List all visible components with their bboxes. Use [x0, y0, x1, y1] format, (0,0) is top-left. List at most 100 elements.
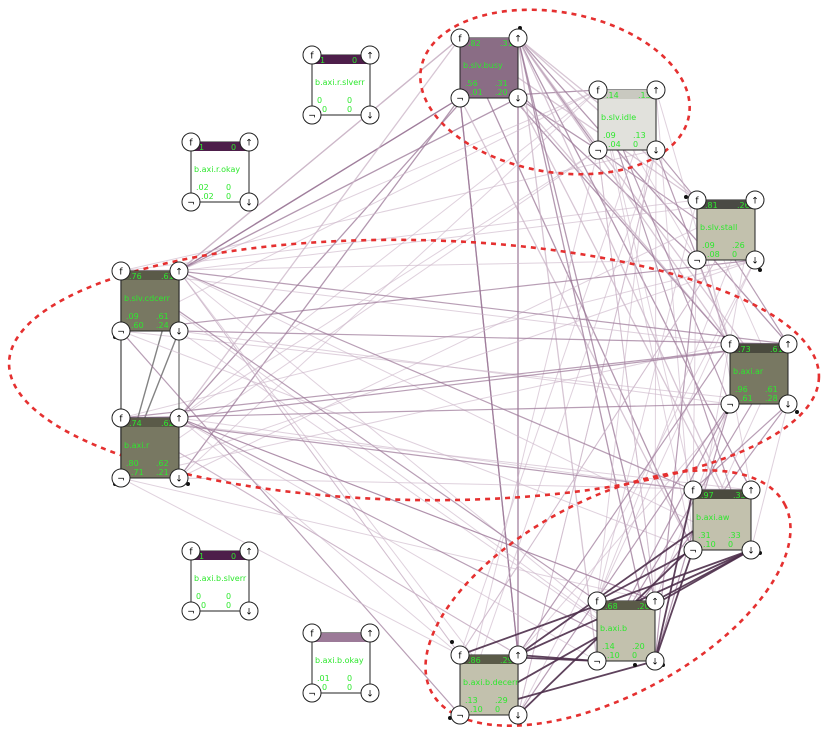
function-icon-circle[interactable]	[111, 261, 131, 281]
arrow-down-icon-circle[interactable]	[741, 540, 761, 560]
node-label: b.axi.r	[124, 441, 150, 450]
arrow-down-icon-circle[interactable]	[645, 651, 665, 671]
negation-icon-circle[interactable]	[181, 601, 201, 621]
arrow-down-icon-circle[interactable]	[239, 192, 259, 212]
arrow-up-icon-circle[interactable]	[508, 645, 528, 665]
arrow-up-icon-circle[interactable]	[645, 591, 665, 611]
negation-icon: ¬	[187, 199, 195, 209]
node-label: b.axi.b	[600, 624, 627, 633]
node-body	[596, 600, 656, 662]
state-node-axiar[interactable]: .73.61b.axi.ar.96.61.61.28f↑¬↓	[720, 334, 798, 414]
function-icon-circle[interactable]	[683, 480, 703, 500]
arrow-down-icon-circle[interactable]	[169, 468, 189, 488]
arrow-down-icon-circle[interactable]	[360, 105, 380, 125]
arrow-down-icon-circle[interactable]	[169, 321, 189, 341]
arrow-down-icon: ↓	[366, 690, 374, 700]
node-body	[459, 654, 519, 716]
negation-icon-circle[interactable]	[683, 540, 703, 560]
arrow-down-icon-circle[interactable]	[360, 683, 380, 703]
negation-icon-circle[interactable]	[687, 250, 707, 270]
negation-icon: ¬	[726, 401, 734, 411]
function-icon-circle[interactable]	[450, 645, 470, 665]
state-node-axir[interactable]: .74.62b.axi.r.80.62.71.21f↑¬↓	[111, 408, 189, 488]
function-icon-circle[interactable]	[181, 132, 201, 152]
transition-edge	[517, 37, 789, 345]
arrow-up-icon-circle[interactable]	[508, 28, 528, 48]
function-icon-circle[interactable]	[302, 623, 322, 643]
edge-layer	[113, 26, 799, 720]
function-icon-circle[interactable]	[587, 591, 607, 611]
node-top-left-value: .76	[129, 272, 142, 281]
arrow-up-icon-circle[interactable]	[646, 80, 666, 100]
node-bottom-left-value: 0	[322, 683, 327, 692]
function-icon-circle[interactable]	[687, 190, 707, 210]
arrow-up-icon-circle[interactable]	[239, 132, 259, 152]
node-header-bar	[460, 655, 518, 664]
edge-endpoint-dot	[633, 663, 637, 667]
node-mid-left-value: .31	[698, 531, 711, 540]
negation-icon-circle[interactable]	[588, 140, 608, 160]
negation-icon-circle[interactable]	[302, 683, 322, 703]
function-icon-circle[interactable]	[450, 28, 470, 48]
state-node-busy[interactable]: .82.31b.slv.busy.56.31.01.20f↑¬↓	[450, 28, 528, 108]
negation-icon-circle[interactable]	[111, 468, 131, 488]
arrow-up-icon: ↑	[514, 35, 522, 45]
negation-icon-circle[interactable]	[302, 105, 322, 125]
node-label: b.slv.busy	[463, 61, 503, 70]
arrow-up-icon-circle[interactable]	[745, 190, 765, 210]
negation-icon-circle[interactable]	[181, 192, 201, 212]
node-mid-left-value: .09	[603, 131, 616, 140]
arrow-up-icon-circle[interactable]	[778, 334, 798, 354]
arrow-up-icon-circle[interactable]	[169, 408, 189, 428]
arrow-up-icon-circle[interactable]	[741, 480, 761, 500]
arrow-up-icon: ↑	[652, 87, 660, 97]
node-header-bar	[697, 200, 755, 209]
function-icon-circle[interactable]	[302, 45, 322, 65]
negation-icon-circle[interactable]	[111, 321, 131, 341]
node-bottom-right-value: 0	[728, 540, 733, 549]
arrow-down-icon-circle[interactable]	[239, 601, 259, 621]
function-icon-circle[interactable]	[111, 408, 131, 428]
cluster-write-channel	[424, 469, 792, 727]
arrow-up-icon-circle[interactable]	[169, 261, 189, 281]
node-top-left-value: .14	[606, 91, 619, 100]
arrow-down-icon: ↓	[366, 112, 374, 122]
arrow-up-icon-circle[interactable]	[360, 623, 380, 643]
negation-icon-circle[interactable]	[720, 394, 740, 414]
transition-edge	[178, 97, 461, 272]
state-node-cdcerr[interactable]: .76.61b.slv.cdcerr.09.61.60.24f↑¬↓	[111, 261, 189, 341]
function-icon-circle[interactable]	[588, 80, 608, 100]
function-icon-circle[interactable]	[181, 541, 201, 561]
arrow-down-icon-circle[interactable]	[508, 705, 528, 725]
negation-icon: ¬	[187, 608, 195, 618]
negation-icon-circle[interactable]	[450, 705, 470, 725]
arrow-down-icon-circle[interactable]	[745, 250, 765, 270]
arrow-up-icon-circle[interactable]	[360, 45, 380, 65]
negation-icon-circle[interactable]	[587, 651, 607, 671]
arrow-up-icon-circle[interactable]	[239, 541, 259, 561]
arrow-down-icon-circle[interactable]	[778, 394, 798, 414]
transition-edge	[654, 149, 657, 602]
function-icon-circle[interactable]	[720, 334, 740, 354]
negation-icon: ¬	[593, 658, 601, 668]
negation-icon-circle[interactable]	[450, 88, 470, 108]
node-label: b.axi.b.okay	[315, 656, 364, 665]
transition-edge	[517, 97, 599, 151]
arrow-down-icon-circle[interactable]	[646, 140, 666, 160]
node-bottom-right-value: 0	[226, 192, 231, 201]
arrow-down-icon-circle[interactable]	[508, 88, 528, 108]
transition-edge	[178, 89, 599, 272]
transition-edge	[178, 270, 519, 716]
node-top-right-value: .61	[161, 272, 174, 281]
